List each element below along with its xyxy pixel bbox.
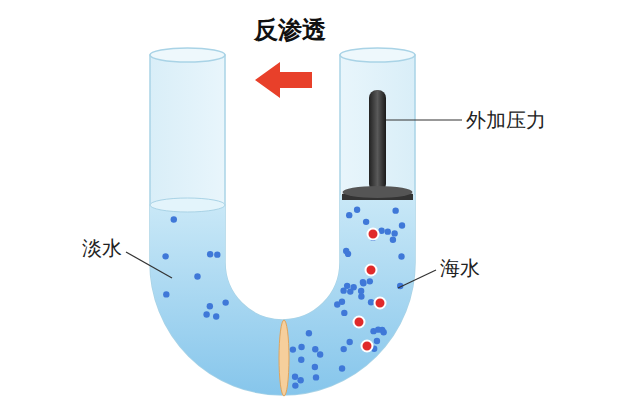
leader-line	[126, 252, 172, 278]
tube-mouth	[340, 48, 415, 62]
water-surface	[150, 198, 225, 212]
water-molecule	[163, 291, 169, 297]
water-molecule	[213, 313, 219, 319]
water-molecule	[385, 228, 391, 234]
water-molecule	[334, 301, 340, 307]
piston-rod	[369, 90, 386, 192]
water-molecule	[194, 273, 200, 279]
tube-mouth	[150, 48, 225, 62]
leader-line	[398, 270, 436, 288]
water-molecule	[375, 326, 381, 332]
water-molecule	[392, 207, 398, 213]
water-molecule	[203, 311, 209, 317]
salt-ion	[375, 298, 386, 309]
salt-ion	[354, 317, 365, 328]
water-molecule	[391, 230, 397, 236]
water-molecule	[297, 377, 303, 383]
leader-line	[386, 119, 462, 120]
water-molecule	[207, 251, 213, 257]
water-molecule	[354, 206, 360, 212]
water-molecule	[171, 216, 177, 222]
water-molecule	[312, 346, 318, 352]
water-molecule	[390, 237, 396, 243]
water-molecule	[290, 346, 296, 352]
piston-top	[343, 186, 413, 198]
water-molecule	[344, 283, 350, 289]
water-molecule	[346, 339, 352, 345]
force-label: 外加压力	[466, 108, 546, 132]
water-molecule	[358, 293, 364, 299]
salt-ion	[362, 341, 373, 352]
water-molecule	[298, 356, 304, 362]
freshwater-label: 淡水	[82, 236, 122, 260]
water-molecule	[374, 338, 380, 344]
water-molecule	[162, 253, 168, 259]
title: 反渗透	[254, 16, 326, 45]
water-molecule	[399, 222, 405, 228]
water-molecule	[207, 303, 213, 309]
membrane	[279, 320, 289, 396]
water-molecule	[346, 212, 352, 218]
water-molecule	[345, 251, 351, 257]
water-molecule	[367, 278, 373, 284]
water-molecule	[298, 344, 304, 350]
water-molecule	[340, 346, 346, 352]
water-molecule	[292, 374, 298, 380]
salt-ion	[368, 229, 379, 240]
water	[140, 195, 422, 412]
water-molecule	[313, 374, 319, 380]
water-molecule	[368, 299, 374, 305]
water-molecule	[339, 365, 345, 371]
water-molecule	[222, 299, 228, 305]
water-molecule	[214, 251, 220, 257]
water-molecule	[358, 288, 364, 294]
water-molecule	[360, 279, 366, 285]
water-molecule	[347, 288, 353, 294]
direction-arrow	[255, 62, 312, 98]
salt-ion	[366, 265, 377, 276]
water-molecule	[292, 382, 298, 388]
water-molecule	[312, 364, 318, 370]
seawater-label: 海水	[440, 256, 480, 280]
water-molecule	[317, 351, 323, 357]
water-molecule	[398, 253, 404, 259]
water-molecule	[341, 310, 347, 316]
water-molecule	[363, 219, 369, 225]
water-molecule	[306, 330, 312, 336]
